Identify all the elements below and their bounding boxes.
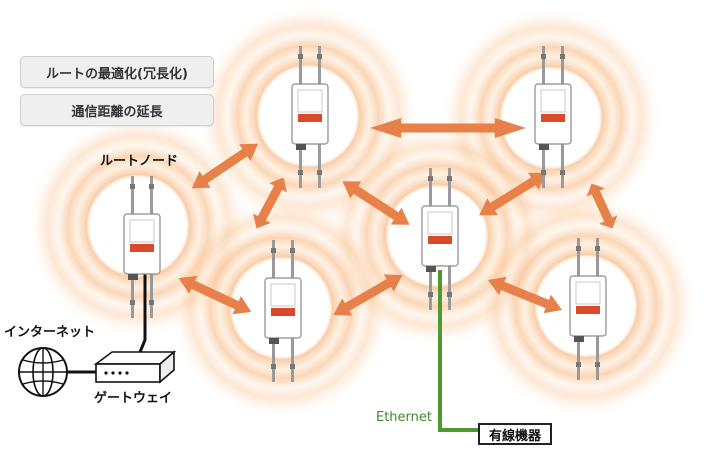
globe-icon <box>18 347 68 397</box>
feature-route-optimization: ルートの最適化(冗長化) <box>20 56 214 88</box>
root-node-label: ルートノード <box>100 154 179 169</box>
gateway-label: ゲートウェイ <box>94 391 173 406</box>
feature-distance-extension: 通信距離の延長 <box>20 94 214 126</box>
router-icon <box>93 350 177 384</box>
wired-device-box: 有線機器 <box>478 423 552 445</box>
internet-label: インターネット <box>4 325 96 340</box>
ethernet-label: Ethernet <box>376 410 432 425</box>
ethernet-cable <box>438 270 478 432</box>
